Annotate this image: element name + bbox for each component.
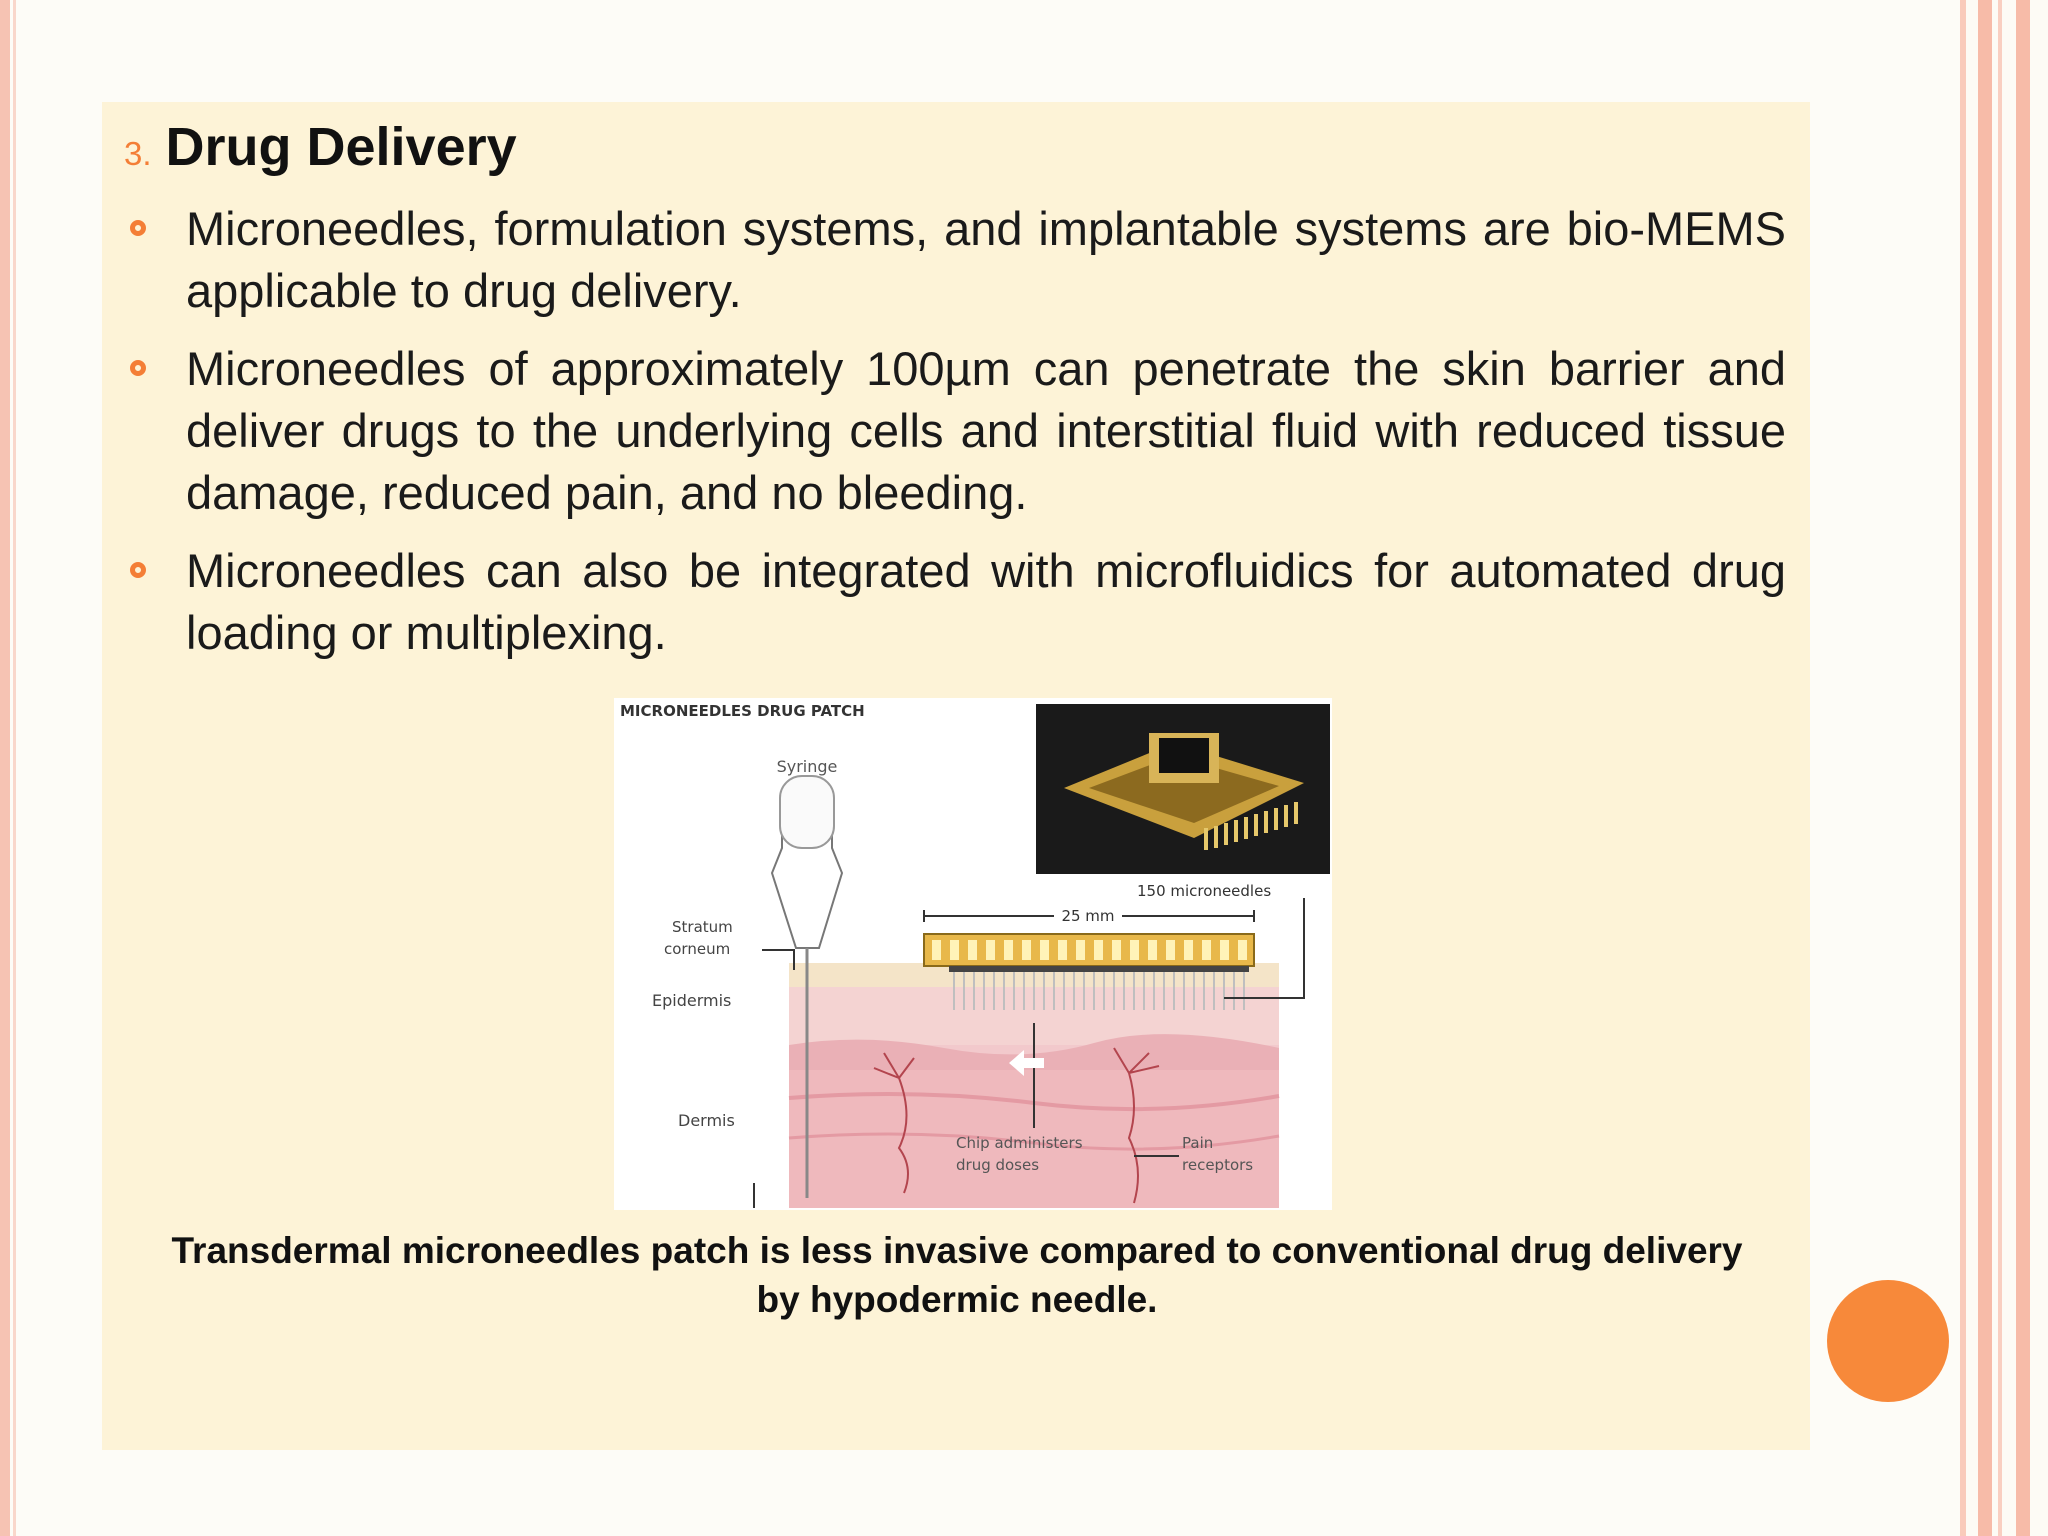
bullet-text: Microneedles of approximately 100µm can … <box>186 342 1786 519</box>
syringe-label: Syringe <box>777 757 838 776</box>
nerve-ending <box>873 1052 915 1194</box>
microneedle-count-label: 150 microneedles <box>1137 882 1271 900</box>
chip-label: Chip administers <box>956 1134 1083 1152</box>
bullet-list: Microneedles, formulation systems, and i… <box>124 198 1786 680</box>
syringe-barrel <box>779 775 835 849</box>
microneedle-array <box>953 972 1245 1010</box>
receptors-label: receptors <box>1182 1156 1253 1174</box>
left-border-stripe-thin <box>13 0 16 1536</box>
heading-number: 3. <box>124 135 152 172</box>
bullet-text: Microneedles, formulation systems, and i… <box>186 202 1786 317</box>
left-border-stripe <box>0 0 10 1536</box>
circle-bullet-icon <box>130 220 146 236</box>
right-decor-band <box>1960 0 2048 1536</box>
dimension-label: 25 mm <box>1061 907 1114 925</box>
circle-bullet-icon <box>130 360 146 376</box>
chip-cavity <box>1159 738 1209 773</box>
tissue-line <box>788 1132 1280 1151</box>
heading-title: Drug Delivery <box>165 117 517 177</box>
circle-bullet-icon <box>130 562 146 578</box>
chip-die <box>1089 756 1279 823</box>
chip-pins <box>1204 802 1298 850</box>
right-stripe <box>1960 0 1966 1536</box>
bullet-item: Microneedles can also be integrated with… <box>124 540 1786 664</box>
content-panel: 3. Drug Delivery Microneedles, formulati… <box>102 102 1810 1450</box>
bullet-item: Microneedles, formulation systems, and i… <box>124 198 1786 322</box>
slide-heading: 3. Drug Delivery <box>124 116 517 178</box>
nerve-ending <box>1113 1047 1160 1204</box>
right-stripe <box>2016 0 2030 1536</box>
microneedle-patch-figure: MICRONEEDLES DRUG PATCH Syringe 150 micr… <box>614 698 1332 1210</box>
figure-title: MICRONEEDLES DRUG PATCH <box>620 702 865 720</box>
patch-base <box>949 966 1249 972</box>
decorative-orange-circle <box>1827 1280 1949 1402</box>
right-stripe <box>1998 0 2002 1536</box>
corneum-label: corneum <box>664 940 730 958</box>
epidermis-label: Epidermis <box>652 991 731 1010</box>
dermis-label: Dermis <box>678 1111 735 1130</box>
right-stripe <box>1978 0 1992 1536</box>
microneedle-diagram: MICRONEEDLES DRUG PATCH Syringe 150 micr… <box>620 702 1330 1208</box>
bullet-text: Microneedles can also be integrated with… <box>186 544 1786 659</box>
pain-label: Pain <box>1182 1134 1213 1152</box>
drug-release-arrow <box>1009 1050 1044 1076</box>
figure-caption: Transdermal microneedles patch is less i… <box>171 1230 1743 1320</box>
chip-label: drug doses <box>956 1156 1039 1174</box>
patch-cells <box>932 940 1247 960</box>
stratum-label: Stratum <box>672 918 733 936</box>
bullet-item: Microneedles of approximately 100µm can … <box>124 338 1786 524</box>
leader-line <box>762 949 795 970</box>
leader-line <box>1224 898 1305 999</box>
